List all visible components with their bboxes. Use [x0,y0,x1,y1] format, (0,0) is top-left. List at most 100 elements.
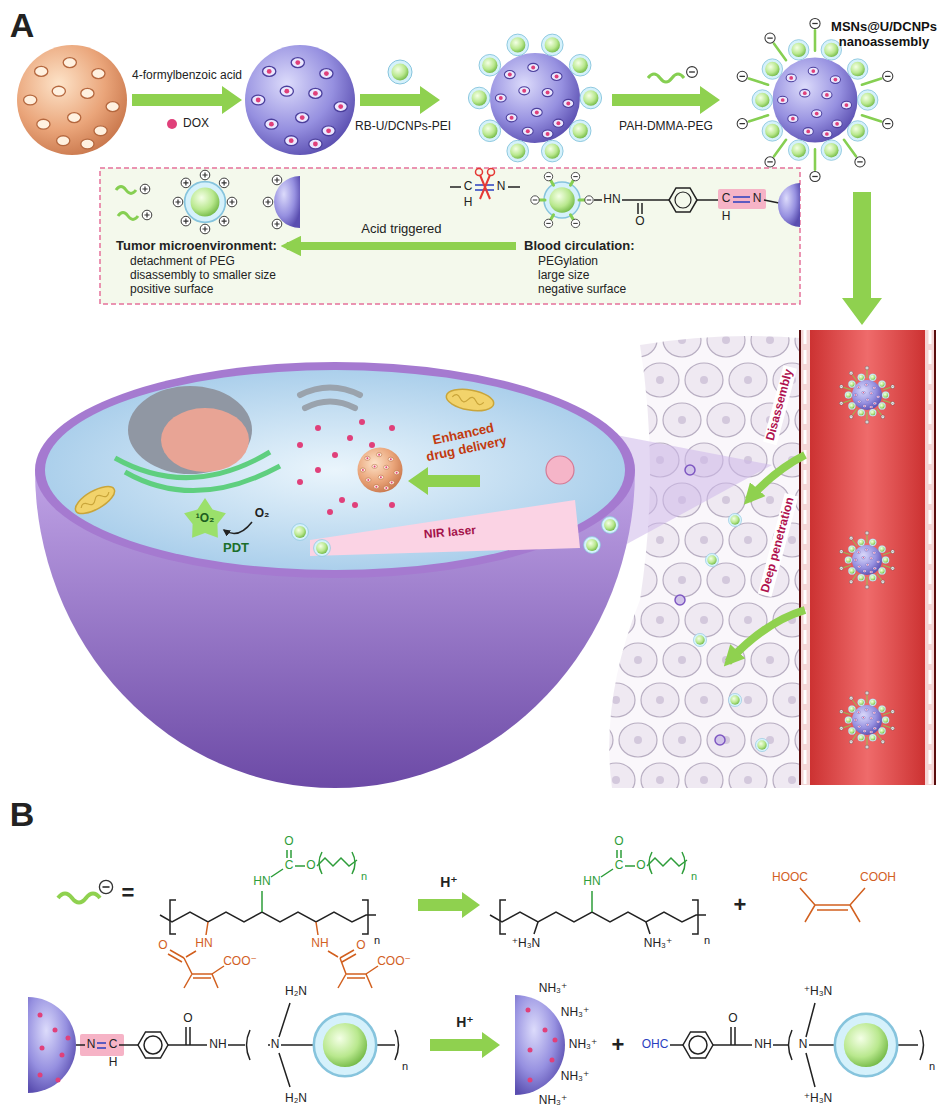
upconversion-particle [602,517,619,534]
linker-bonds [683,1032,713,1058]
negative-particle [585,196,593,204]
released-dox [332,452,338,458]
charge-symbol [272,175,282,185]
atom-label: ⁺H₃N [804,1092,833,1106]
dmma-side-chain [168,888,865,988]
positive-particle [219,178,229,188]
block-line: detachment of PEG [116,254,277,268]
step-arrow [612,86,720,114]
linker-bonds [144,1036,162,1054]
reagent-label: DOX [183,117,209,131]
mitochondrion [452,394,485,405]
trigger-label: H⁺ [456,1014,474,1030]
atom-label: N [799,1038,808,1052]
atom-label: COO⁻ [377,955,411,969]
atom-label: HN [583,875,600,889]
penetrated-particle [755,738,768,751]
negative-particle [585,196,593,204]
positive-particle [185,182,226,223]
block-heading: Tumor microenvironment: [116,238,277,254]
mechanism-box [100,168,800,304]
decorated-particle [468,34,601,162]
positive-particle [227,197,237,207]
penetrated-particle [675,465,769,752]
equals-sign: = [122,880,135,905]
penetration-arrow [728,455,805,662]
dmma-side-chain [168,922,224,988]
upconversion-particle [835,1014,897,1076]
polymer-backbone [160,912,376,922]
atom-label: O [635,215,644,229]
dox-dot [553,1038,558,1043]
blood-vessel [840,531,895,589]
released-dox [369,442,375,448]
repeat-index: n [361,870,367,883]
dox-dot [167,119,177,129]
atom-label: N [87,1038,96,1052]
dox-dot [526,1008,558,1083]
reagent-label: PAH-DMMA-PEG [619,120,713,134]
step-arrow [132,86,242,114]
positive-particle [200,224,210,234]
blood-vessel [840,366,895,424]
mitochondrion [445,386,496,414]
blood-vessel [840,691,895,749]
atom-label: N [271,1038,280,1052]
linker-bonds [689,1036,707,1054]
upconversion-particle [602,517,619,534]
mesoporous-silica-particle [17,45,127,155]
tumor-cell [35,362,635,788]
repeat-index: n [402,1060,408,1073]
dox-dot [528,1048,533,1053]
blood-vessel [800,330,935,785]
charge-symbol [142,210,152,220]
dox-dot [38,1013,71,1083]
laser-beam [310,500,580,556]
linker-bonds [670,1003,924,1087]
block-line: large size [524,268,635,282]
positive-particle [200,224,210,234]
repeat-index: n [704,934,710,947]
dox-loaded-particle [245,45,355,155]
imine-linker [675,192,691,208]
positive-particle [219,178,229,188]
block-heading: Blood circulation: [524,238,635,254]
atom-label: NH₃⁺ [539,982,568,996]
positive-particle [185,182,226,223]
dox-dot [60,1053,65,1058]
upconversion-particle [314,1014,376,1076]
peg-side-chain [317,858,357,866]
decorated-particle [468,34,601,162]
dox-dot [543,1028,548,1033]
dox-dot [66,1036,71,1041]
released-dox [389,425,395,431]
tumor-tissue [609,336,800,788]
panel-label: A [10,6,35,45]
edge-label: Acid triggered [358,221,444,237]
penetrated-particle [755,738,768,751]
nucleus [128,386,252,474]
atom-label: O [356,939,365,953]
atom-label: H [464,196,473,210]
positive-particle [181,178,191,188]
atom-label: O [183,1012,192,1026]
upconversion-particle [388,60,412,84]
reagent-label: 4-formylbenzoic acid [132,69,242,83]
dox-dot [38,1073,43,1078]
positive-particle [227,197,237,207]
penetrated-particle [693,633,706,646]
drug-releasing-particle [358,448,403,493]
released-dox [327,509,333,515]
upconversion-particle [584,537,601,554]
atom-label: O [284,835,293,849]
charge-symbol [99,880,112,893]
atom-label: NH₃⁺ [644,937,673,951]
blood-vessel [800,330,935,785]
mechanism-box [100,168,800,304]
released-dox [347,435,353,441]
penetrated-particle [715,735,725,745]
atom-label: N [497,180,506,194]
dox-dot [53,1028,58,1033]
